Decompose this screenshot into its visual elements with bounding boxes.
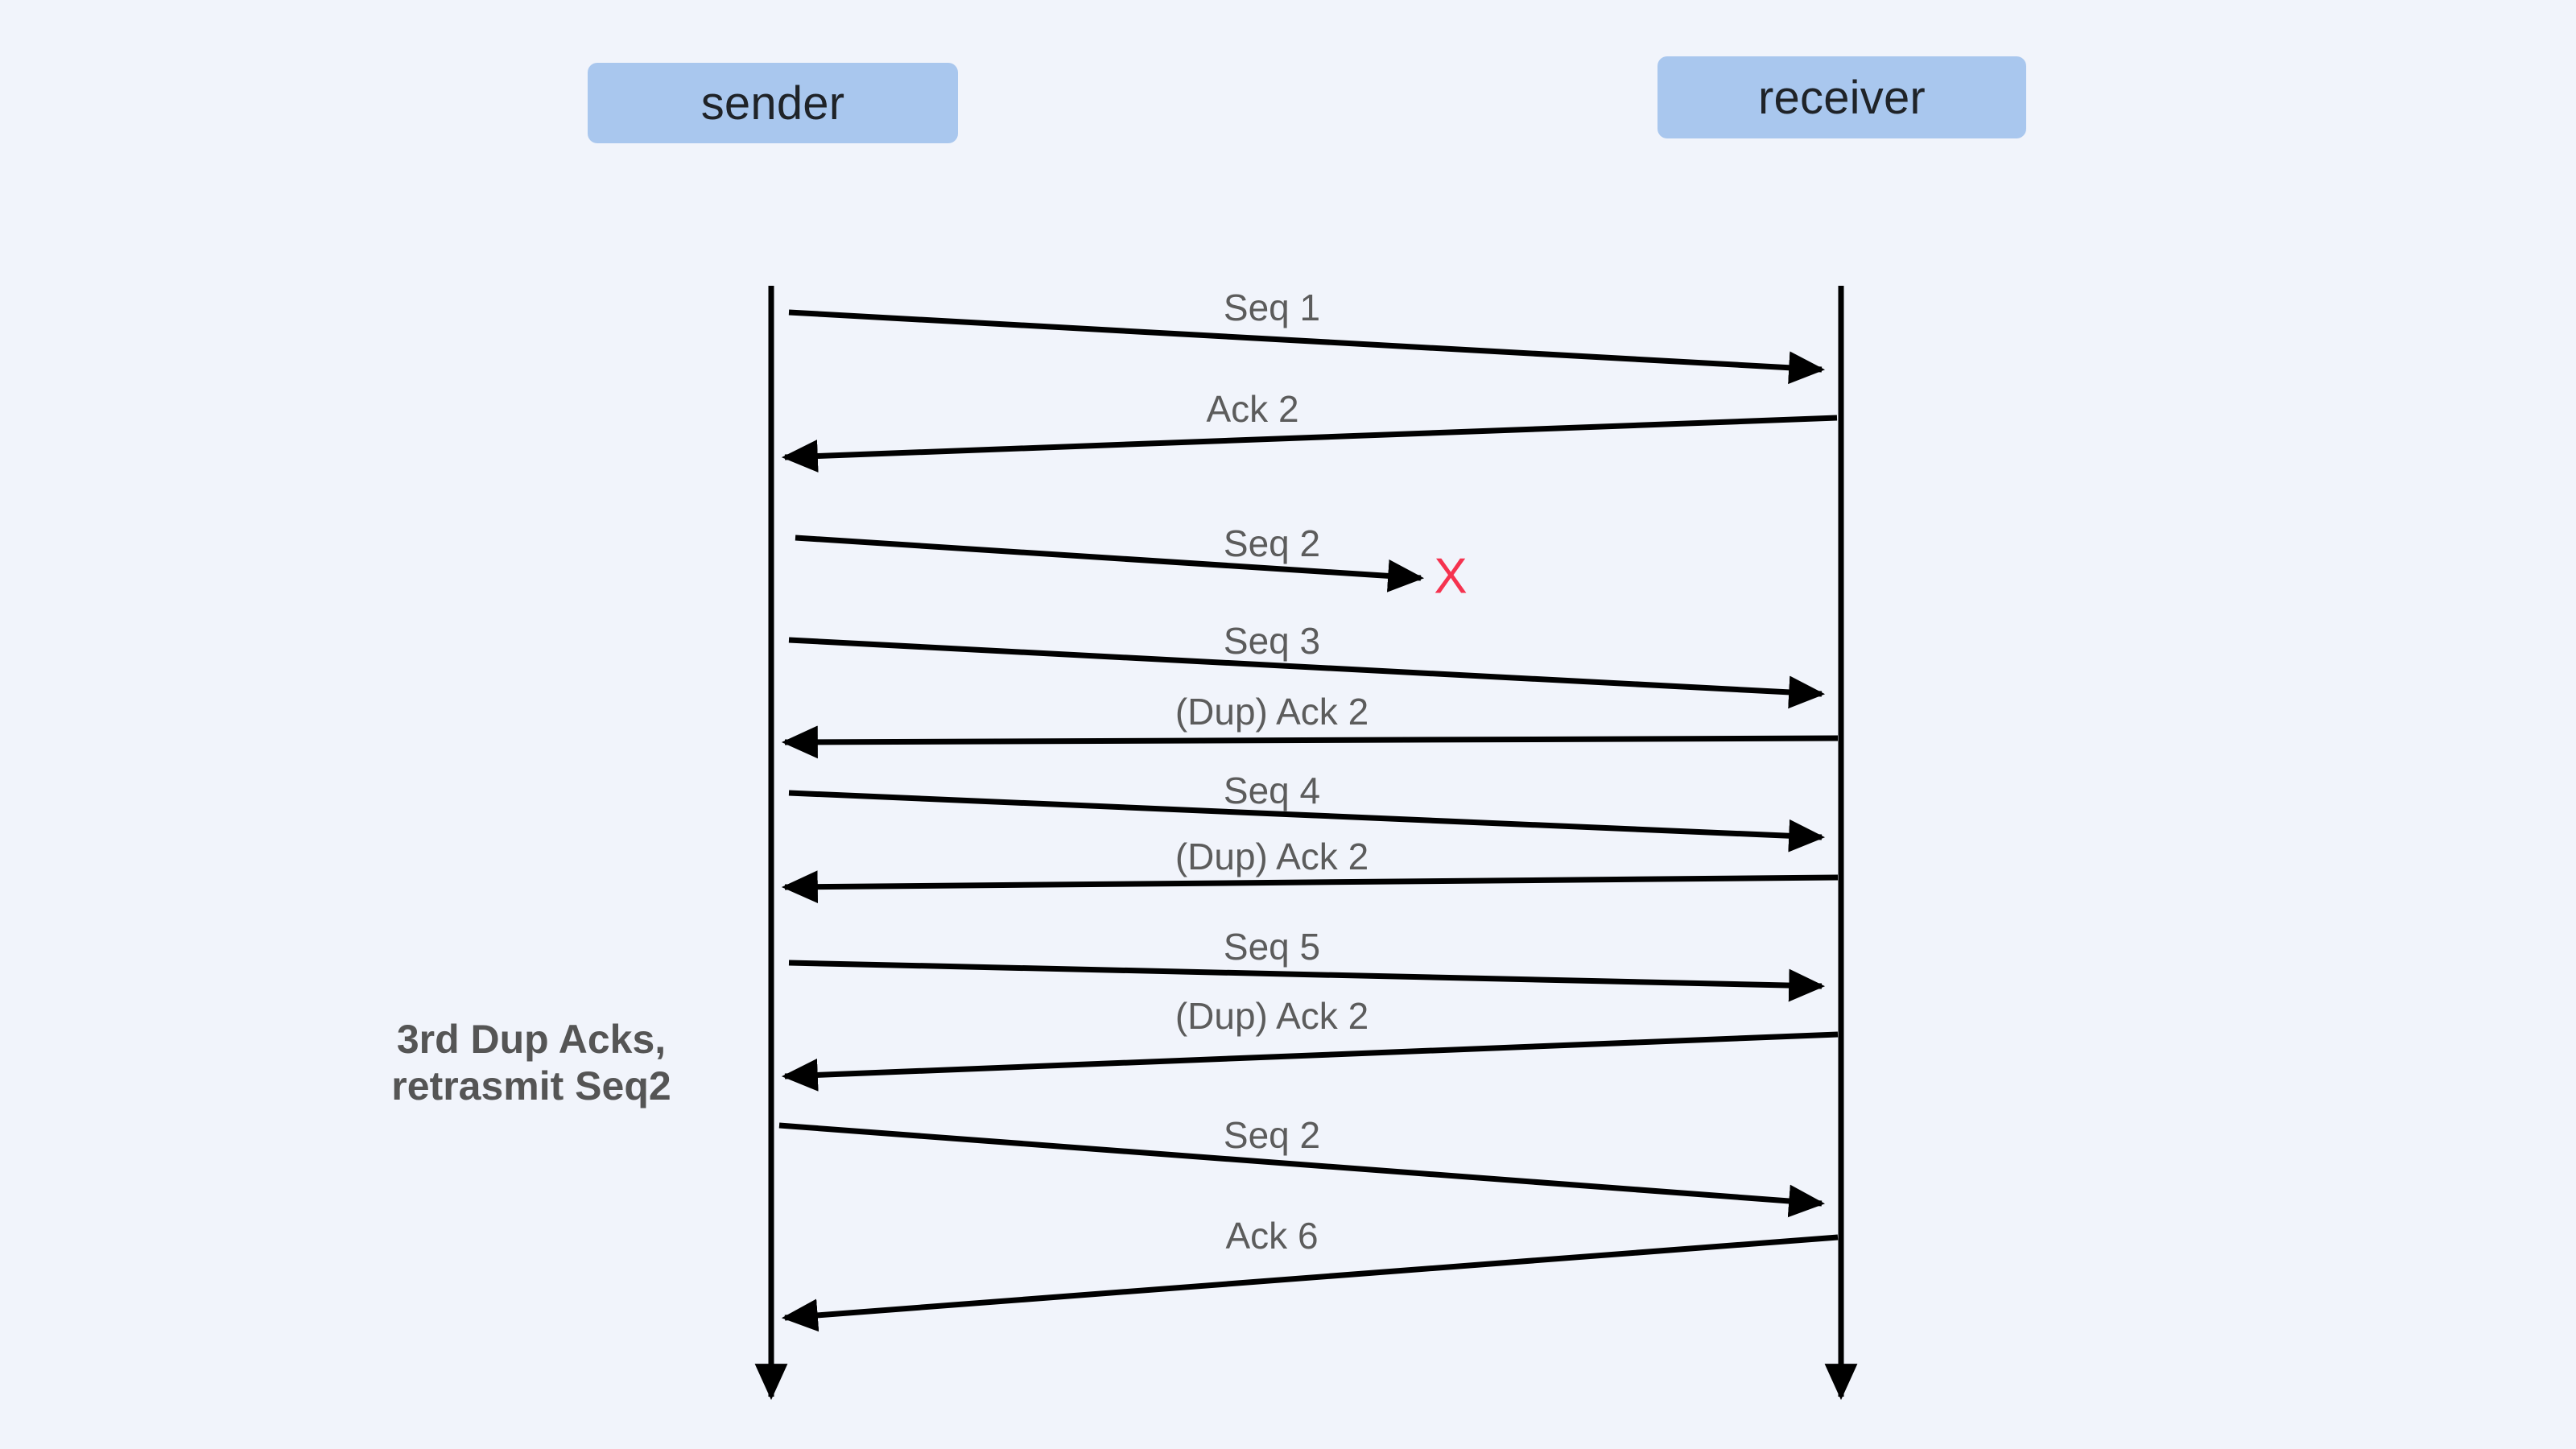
message-label-2: Seq 2 xyxy=(1223,522,1321,564)
message-arrow-0 xyxy=(788,309,1826,385)
message-label-0: Seq 1 xyxy=(1223,287,1321,328)
message-label-4: (Dup) Ack 2 xyxy=(1174,691,1369,733)
message-label-6: (Dup) Ack 2 xyxy=(1174,836,1369,877)
message-arrow-6 xyxy=(781,870,1839,904)
message-arrow-10 xyxy=(781,1234,1839,1332)
message-label-5: Seq 4 xyxy=(1223,770,1321,811)
actor-label-sender: sender xyxy=(700,76,845,130)
message-label-7: Seq 5 xyxy=(1223,926,1321,968)
annotation-note-line: retrasmit Seq2 xyxy=(391,1063,671,1108)
actor-box-sender[interactable]: sender xyxy=(588,63,958,143)
message-arrow-8 xyxy=(781,1031,1839,1092)
message-label-10: Ack 6 xyxy=(1225,1215,1319,1257)
message-arrow-3 xyxy=(788,637,1826,709)
lifelines-group xyxy=(754,286,1858,1401)
message-arrow-2 xyxy=(795,535,1425,592)
message-arrow-7 xyxy=(788,960,1826,1002)
message-label-1: Ack 2 xyxy=(1206,388,1299,430)
message-label-3: Seq 3 xyxy=(1223,620,1321,662)
actor-label-receiver: receiver xyxy=(1758,71,1926,124)
annotation-note-0: 3rd Dup Acks,retrasmit Seq2 xyxy=(391,1016,671,1109)
message-arrow-4 xyxy=(781,725,1839,759)
message-label-9: Seq 2 xyxy=(1223,1114,1321,1156)
actor-box-receiver[interactable]: receiver xyxy=(1657,56,2026,138)
message-lines-group xyxy=(778,309,1839,1332)
message-label-8: (Dup) Ack 2 xyxy=(1174,995,1369,1037)
annotation-note-line: 3rd Dup Acks, xyxy=(396,1017,667,1062)
message-arrow-9 xyxy=(778,1122,1826,1218)
message-arrow-1 xyxy=(781,415,1838,473)
message-arrow-5 xyxy=(788,790,1826,852)
packet-lost-x-icon: X xyxy=(1434,548,1468,605)
